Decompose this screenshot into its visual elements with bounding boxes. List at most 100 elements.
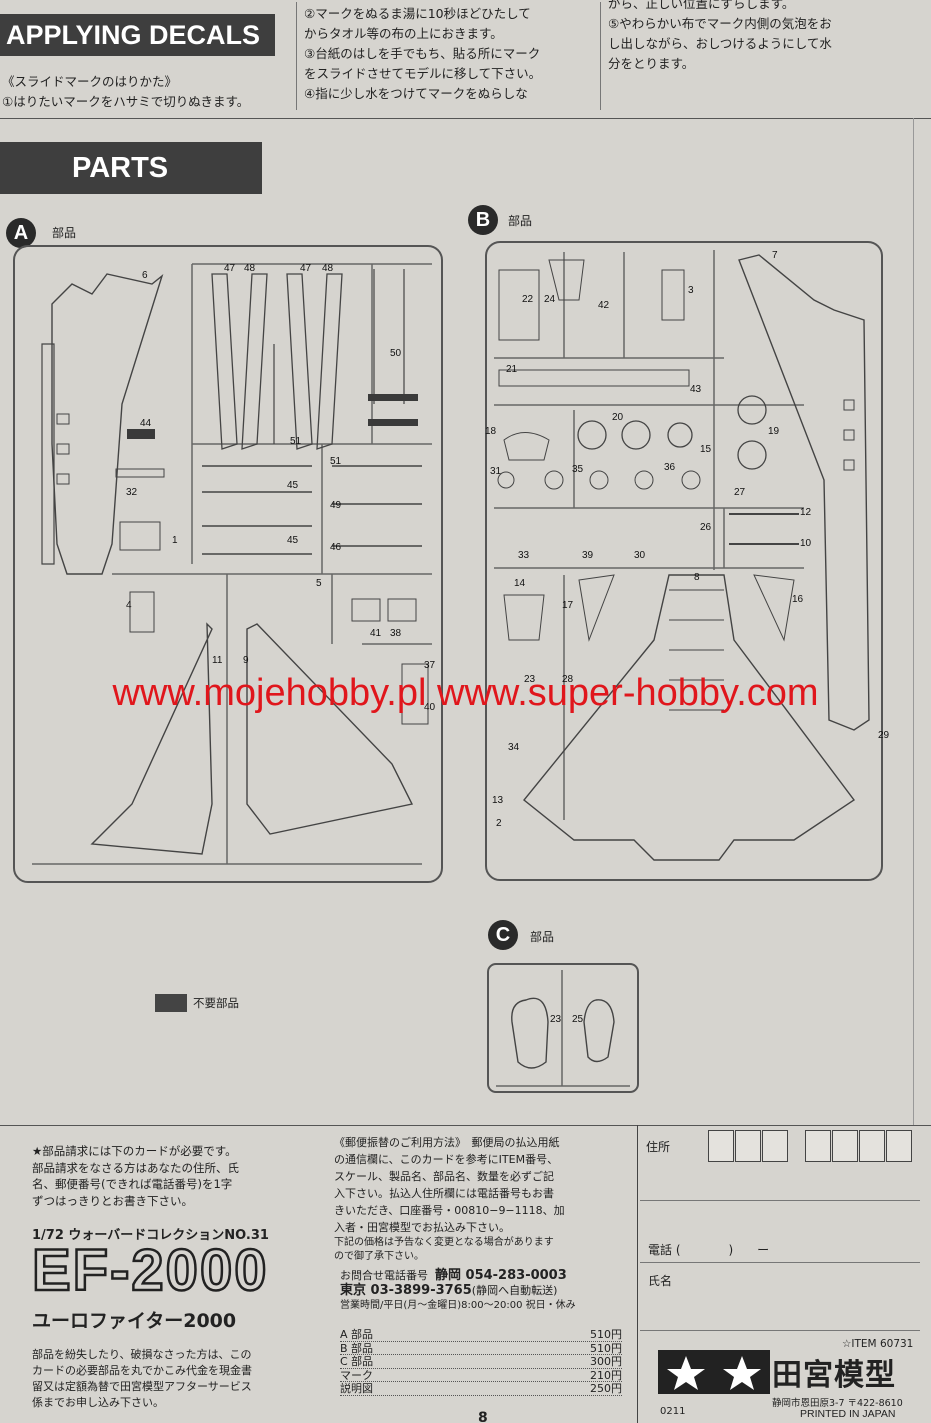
part-a-50: 50 <box>390 348 402 359</box>
postal-note-5: きいただき、口座番号・00810−9−1118、加 <box>334 1204 565 1217</box>
name-label: 氏名 <box>648 1274 673 1288</box>
decal-step-3b: をスライドさせてモデルに移して下さい。 <box>304 66 542 81</box>
lost-note-4: 係までお申し込み下さい。 <box>32 1396 164 1409</box>
sprue-b-letter: B <box>468 205 498 235</box>
part-b-33: 33 <box>518 550 530 561</box>
part-a-6: 6 <box>142 270 148 281</box>
sprue-a-drawing <box>13 245 443 883</box>
price-row-b: B 部品 510円 <box>340 1341 622 1355</box>
part-a-51: 51 <box>290 436 302 447</box>
part-b-16: 16 <box>792 594 804 605</box>
order-notes-bottom: 部品を紛失したり、破損なさった方は、この カードの必要部品を丸でかこみ代金を現金… <box>32 1347 322 1411</box>
part-b-28: 28 <box>562 674 574 685</box>
contact-shizuoka: 静岡 054-283-0003 <box>435 1268 567 1283</box>
tamiya-star-logo <box>658 1350 770 1394</box>
part-a-32: 32 <box>126 487 138 498</box>
print-code: 0211 <box>660 1406 686 1417</box>
part-b-31: 31 <box>490 466 502 477</box>
model-code: EF-2000 <box>31 1238 269 1303</box>
item-number: ☆ITEM 60731 <box>842 1338 914 1350</box>
part-b-26: 26 <box>700 522 712 533</box>
printed-in-japan: PRINTED IN JAPAN <box>800 1408 896 1420</box>
decal-heading: 《スライドマークのはりかた》 <box>2 74 178 89</box>
decal-step-5: ⑤やわらかい布でマーク内側の気泡をお <box>608 16 832 31</box>
postal-code-box-4[interactable] <box>805 1130 831 1162</box>
part-b-27: 27 <box>734 487 746 498</box>
part-a-9: 9 <box>243 655 249 666</box>
order-note-4: ずつはっきりとお書き下さい。 <box>32 1193 193 1208</box>
part-a-48: 48 <box>244 263 256 274</box>
part-b-18: 18 <box>485 426 497 437</box>
postal-note-1: 《郵便振替のご利用方法》 郵便局の払込用紙 <box>334 1136 560 1149</box>
sprue-c-drawing <box>487 963 639 1093</box>
lost-note-1: 部品を紛失したり、破損なさった方は、この <box>32 1348 252 1361</box>
brand-name: 田宮模型 <box>772 1358 896 1393</box>
price-row-manual: 説明図 250円 <box>340 1382 622 1396</box>
decal-step-5c: 分をとります。 <box>608 56 695 71</box>
part-b-39: 39 <box>582 550 594 561</box>
postal-code-box-6[interactable] <box>859 1130 885 1162</box>
part-a-38: 38 <box>390 628 402 639</box>
part-a-44: 44 <box>140 418 152 429</box>
part-b-15: 15 <box>700 444 712 455</box>
part-b-36: 36 <box>664 462 676 473</box>
part-a-46: 46 <box>330 542 342 553</box>
series-title: 1/72 ウォーバードコレクションNO.31 <box>32 1228 269 1243</box>
postal-note-2: の通信欄に、このカードを参考にITEM番号、 <box>334 1153 559 1166</box>
part-a-1: 1 <box>172 535 178 546</box>
part-b-29: 29 <box>878 730 890 741</box>
part-a-51b: 51 <box>330 456 342 467</box>
part-b-19: 19 <box>768 426 780 437</box>
contact-tokyo: 東京 03-3899-3765 <box>340 1283 472 1298</box>
brand-address: 静岡市恩田原3-7 〒422-8610 <box>772 1398 903 1409</box>
address-label: 住所 <box>646 1140 671 1154</box>
postal-note-4: 入下さい。払込人住所欄には電話番号もお書 <box>334 1187 554 1200</box>
parts-banner: PARTS <box>0 142 262 194</box>
postal-code-box-2[interactable] <box>735 1130 761 1162</box>
postal-code-box-5[interactable] <box>832 1130 858 1162</box>
sprue-b-drawing <box>485 241 883 881</box>
order-note-3: 名、郵便番号(できれば電話番号)を1字 <box>32 1177 233 1191</box>
part-c-25: 25 <box>572 1014 584 1025</box>
watermark: www.mojehobby.pl www.super-hobby.com <box>112 672 819 714</box>
postal-note-3: スケール、製品名、部品名、数量を必ずご記 <box>334 1170 554 1183</box>
postal-code-box-1[interactable] <box>708 1130 734 1162</box>
part-c-23: 23 <box>550 1014 562 1025</box>
part-b-10: 10 <box>800 538 812 549</box>
decal-step-intro: 《スライドマークのはりかた》 ①はりたいマークをハサミで切りぬきます。 <box>2 72 302 112</box>
price-row-c: C 部品 300円 <box>340 1355 622 1369</box>
decal-steps-col2: ②マークをぬるま湯に10秒ほどひたして からタオル等の布の上におきます。 ③台紙… <box>304 4 604 104</box>
part-b-14: 14 <box>514 578 526 589</box>
part-b-3: 3 <box>688 285 694 296</box>
part-b-35: 35 <box>572 464 584 475</box>
part-a-5: 5 <box>316 578 322 589</box>
postal-note-6: 入者・田宮模型でお払込み下さい。 <box>334 1221 510 1234</box>
part-b-13: 13 <box>492 795 504 806</box>
part-a-45b: 45 <box>287 535 299 546</box>
postal-code-box-7[interactable] <box>886 1130 912 1162</box>
part-b-7: 7 <box>772 250 778 261</box>
postal-code-box-3[interactable] <box>762 1130 788 1162</box>
part-a-11: 11 <box>212 655 223 666</box>
model-name: ユーロファイター2000 <box>32 1310 237 1332</box>
sprue-b-label: 部品 <box>508 214 533 228</box>
decal-step-1: ①はりたいマークをハサミで切りぬきます。 <box>2 94 250 109</box>
part-a-47b: 47 <box>300 263 312 274</box>
contact-title: お問合せ電話番号 <box>340 1269 428 1282</box>
phone-label: 電話 ( ) ー <box>648 1243 770 1257</box>
part-b-30: 30 <box>634 550 646 561</box>
price-list: A 部品 510円 B 部品 510円 C 部品 300円 マーク 210円 説… <box>340 1328 622 1396</box>
part-b-12: 12 <box>800 507 812 518</box>
decal-steps-col3: がら、正しい位置にずらします。 ⑤やわらかい布でマーク内側の気泡をお し出しなが… <box>608 0 908 74</box>
sprue-c-label: 部品 <box>530 930 555 944</box>
decal-step-5b: し出しながら、おしつけるようにして水 <box>608 36 832 51</box>
order-note-1: ★部品請求には下のカードが必要です。 <box>32 1144 237 1158</box>
price-disclaimer-2: ので御了承下さい。 <box>334 1251 424 1262</box>
part-a-48b: 48 <box>322 263 334 274</box>
decal-step-4: ④指に少し水をつけてマークをぬらしな <box>304 86 528 101</box>
part-a-37: 37 <box>424 660 436 671</box>
part-a-47: 47 <box>224 263 236 274</box>
decal-step-3: ③台紙のはしを手でもち、貼る所にマーク <box>304 46 541 61</box>
sprue-a-letter: A <box>6 218 36 248</box>
part-b-8: 8 <box>694 572 700 583</box>
